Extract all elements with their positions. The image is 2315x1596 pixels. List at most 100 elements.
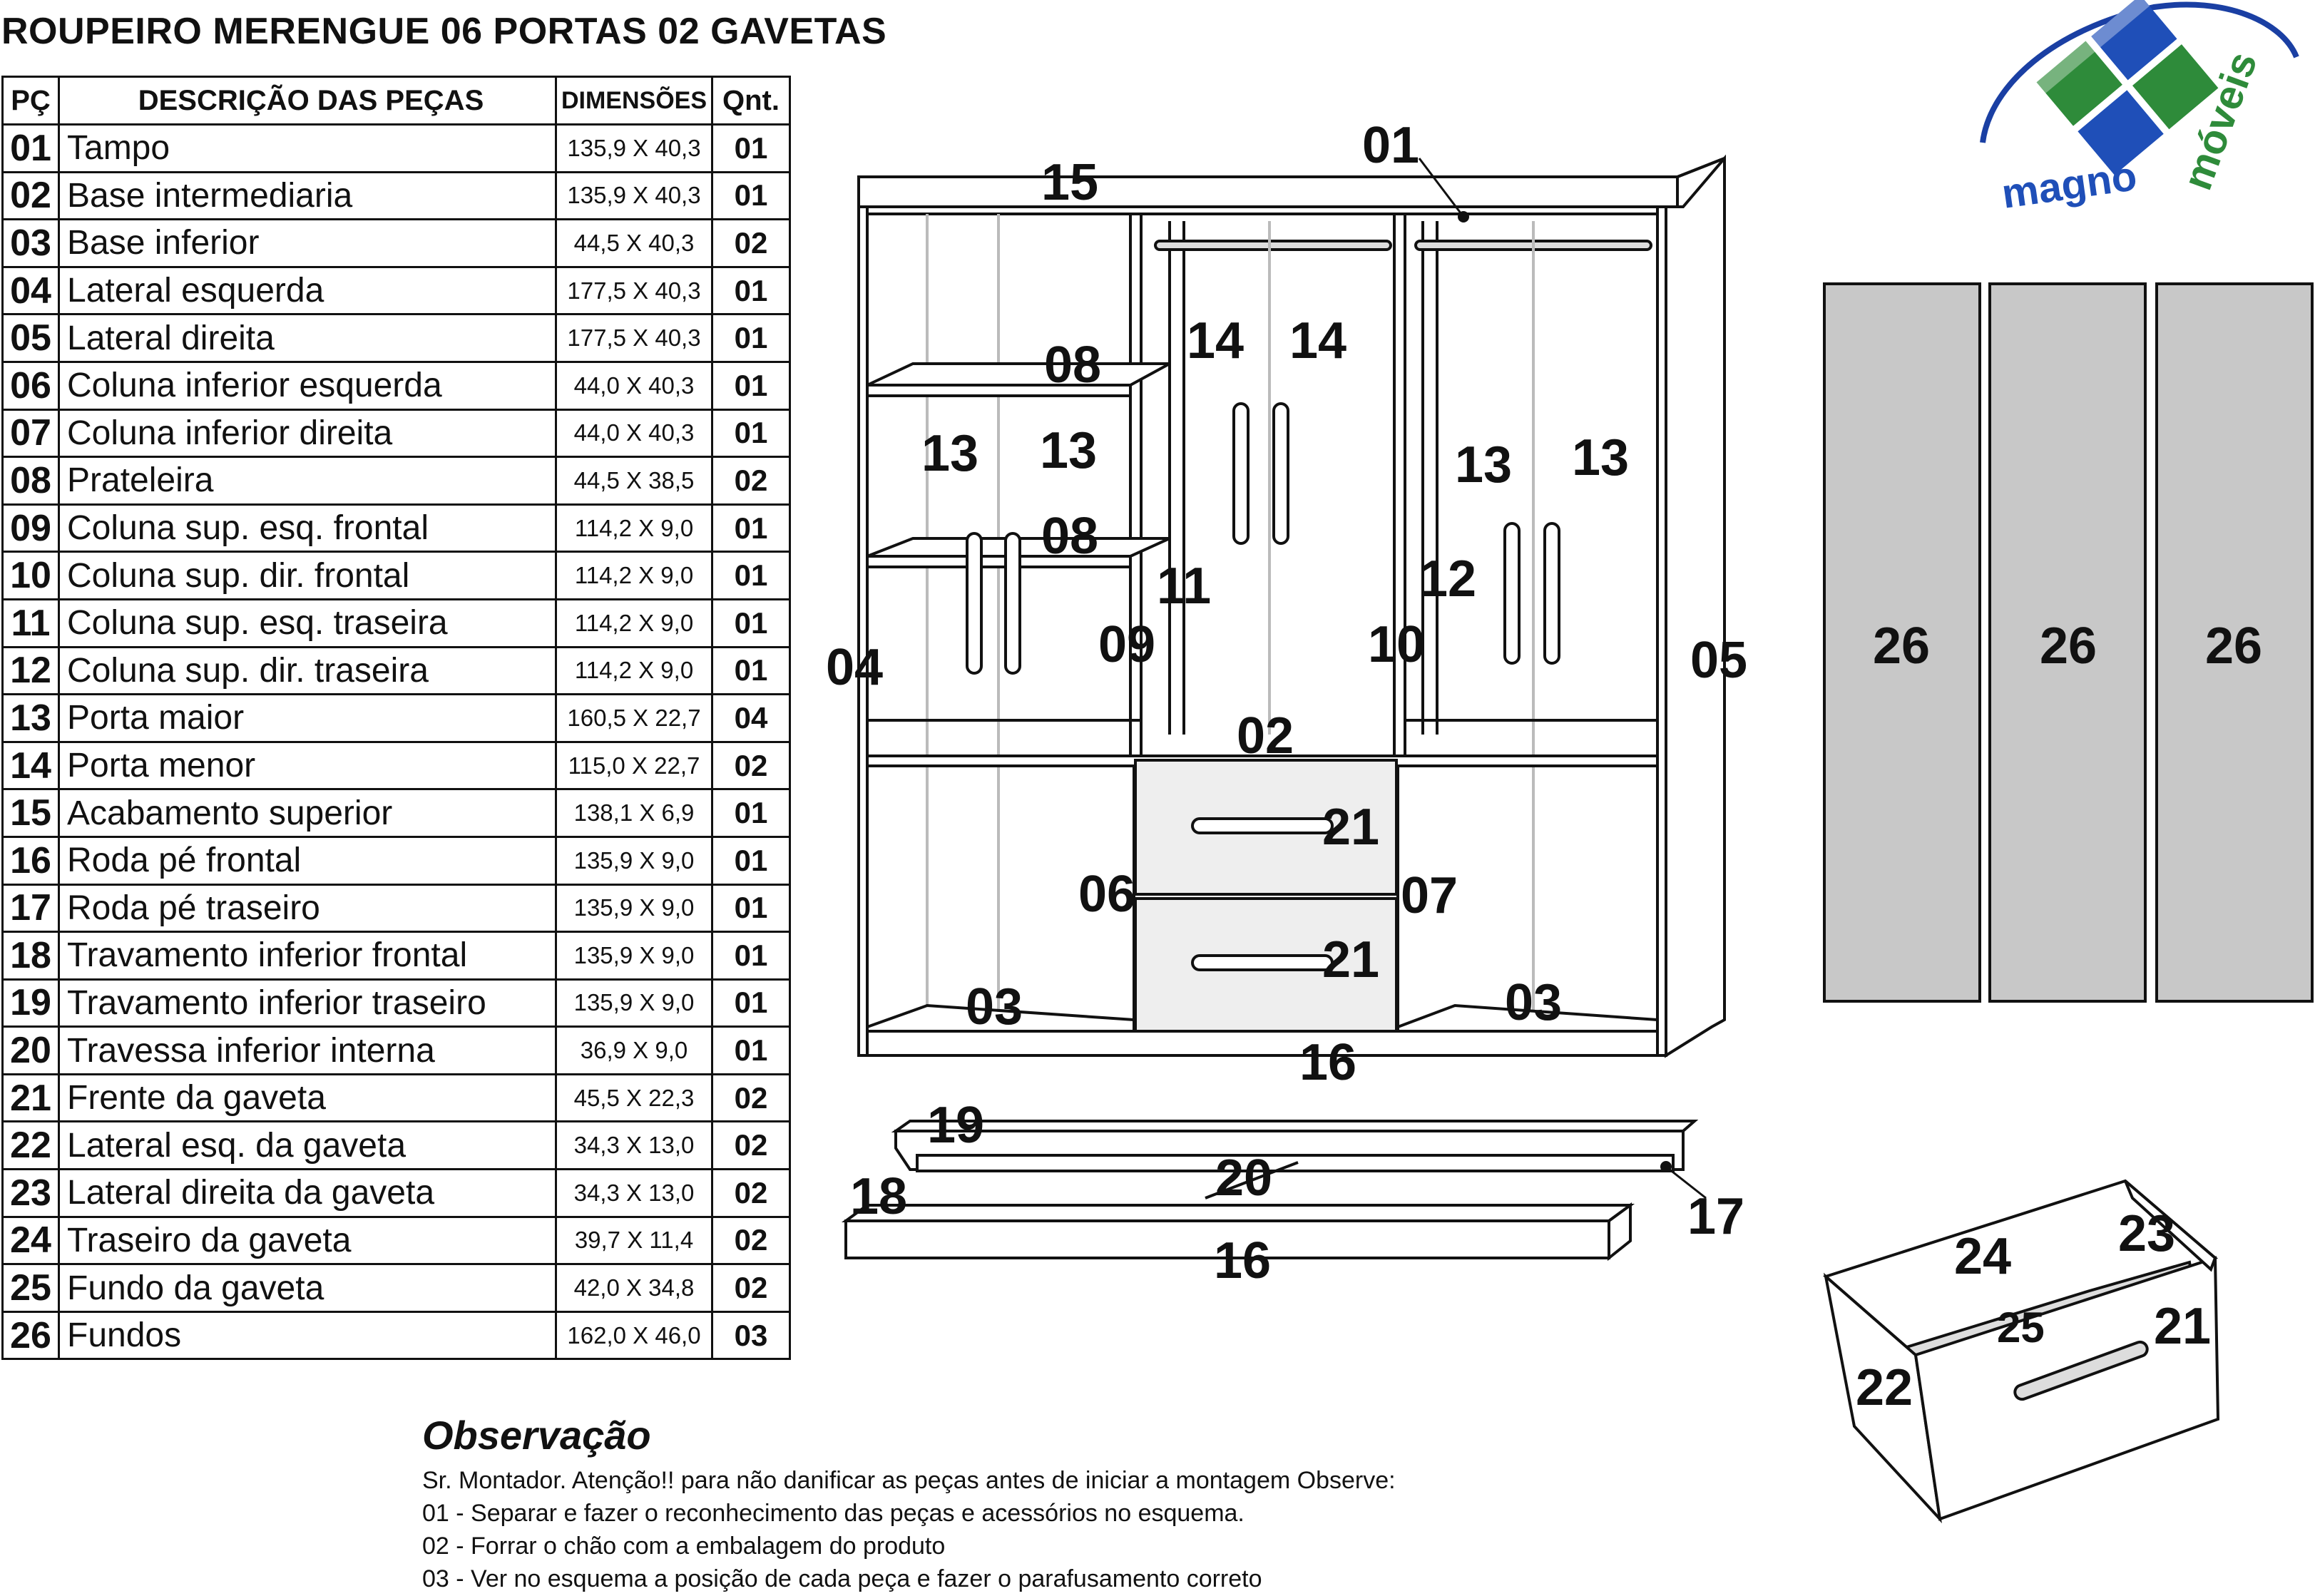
part-dimensions: 160,5 X 22,7 xyxy=(555,693,713,743)
part-quantity: 02 xyxy=(711,1263,791,1313)
part-quantity: 01 xyxy=(711,931,791,981)
part-quantity: 02 xyxy=(711,1120,791,1171)
leader-line xyxy=(1418,158,1465,218)
part-description: Base inferior xyxy=(58,218,557,268)
part-dimensions: 135,9 X 9,0 xyxy=(555,835,713,886)
part-description: Lateral direita xyxy=(58,313,557,363)
part-quantity: 01 xyxy=(711,835,791,886)
part-number: 14 xyxy=(1,740,60,791)
label-02: 02 xyxy=(1237,707,1294,764)
label-14: 14 xyxy=(1187,312,1244,369)
part-dimensions: 177,5 X 40,3 xyxy=(555,265,713,316)
fundos-panels xyxy=(1823,282,2314,1003)
fundo-panel-2 xyxy=(1988,282,2147,1003)
part-dimensions: 135,9 X 9,0 xyxy=(555,978,713,1028)
label-25: 25 xyxy=(1997,1304,2045,1351)
part-dimensions: 135,9 X 9,0 xyxy=(555,883,713,933)
part-description: Porta maior xyxy=(58,693,557,743)
part-dimensions: 44,0 X 40,3 xyxy=(555,408,713,459)
label-26: 26 xyxy=(1873,618,1930,675)
label-10: 10 xyxy=(1368,616,1425,673)
header-pc: PÇ xyxy=(1,76,60,126)
part-dimensions: 162,0 X 46,0 xyxy=(555,1310,713,1361)
part-dimensions: 44,5 X 40,3 xyxy=(555,218,713,268)
part-quantity: 01 xyxy=(711,598,791,648)
label-05: 05 xyxy=(1690,632,1747,689)
leader-dot xyxy=(1458,211,1469,222)
part-number: 16 xyxy=(1,835,60,886)
part-description: Lateral esq. da gaveta xyxy=(58,1120,557,1171)
tampo-edge xyxy=(1677,157,1725,178)
part-dimensions: 114,2 X 9,0 xyxy=(555,645,713,696)
part-dimensions: 138,1 X 6,9 xyxy=(555,788,713,838)
part-description: Fundo da gaveta xyxy=(58,1263,557,1313)
part-quantity: 02 xyxy=(711,1168,791,1218)
part-number: 05 xyxy=(1,313,60,363)
part-quantity: 01 xyxy=(711,788,791,838)
observation-title: Observação xyxy=(422,1413,651,1458)
part-description: Prateleira xyxy=(58,456,557,506)
part-description: Roda pé frontal xyxy=(58,835,557,886)
part-description: Porta menor xyxy=(58,740,557,791)
label-03: 03 xyxy=(1505,974,1562,1031)
part-dimensions: 135,9 X 9,0 xyxy=(555,931,713,981)
label-21: 21 xyxy=(1322,799,1379,856)
handle-icon xyxy=(1232,402,1250,545)
part-description: Traseiro da gaveta xyxy=(58,1215,557,1266)
part-dimensions: 114,2 X 9,0 xyxy=(555,551,713,600)
fundo-panel-3 xyxy=(2155,282,2314,1003)
observation-intro: Sr. Montador. Atenção!! para não danific… xyxy=(422,1467,1396,1494)
part-description: Coluna sup. esq. frontal xyxy=(58,503,557,553)
part-description: Travessa inferior interna xyxy=(58,1025,557,1075)
part-description: Base intermediaria xyxy=(58,170,557,221)
label-15: 15 xyxy=(1041,154,1098,211)
parts-table: PÇ DESCRIÇÃO DAS PEÇAS DIMENSÕES Qnt. 01… xyxy=(1,76,791,1361)
frente-da-gaveta xyxy=(1913,1256,2220,1521)
label-13: 13 xyxy=(1040,422,1097,479)
part-description: Coluna inferior esquerda xyxy=(58,360,557,411)
label-06: 06 xyxy=(1078,866,1135,923)
label-01: 01 xyxy=(1362,117,1419,174)
label-19: 19 xyxy=(927,1097,984,1154)
part-number: 22 xyxy=(1,1120,60,1171)
part-dimensions: 36,9 X 9,0 xyxy=(555,1025,713,1075)
part-quantity: 01 xyxy=(711,883,791,933)
part-dimensions: 45,5 X 22,3 xyxy=(555,1073,713,1123)
part-description: Coluna inferior direita xyxy=(58,408,557,459)
part-number: 23 xyxy=(1,1168,60,1218)
part-quantity: 02 xyxy=(711,1215,791,1266)
part-dimensions: 135,9 X 40,3 xyxy=(555,123,713,173)
page-title: ROUPEIRO MERENGUE 06 PORTAS 02 GAVETAS xyxy=(1,11,887,52)
part-number: 04 xyxy=(1,265,60,316)
part-dimensions: 44,5 X 38,5 xyxy=(555,456,713,506)
part-number: 02 xyxy=(1,170,60,221)
handle-icon xyxy=(1004,532,1021,675)
label-20: 20 xyxy=(1215,1150,1272,1207)
observation-item: 01 - Separar e fazer o reconhecimento da… xyxy=(422,1500,1245,1527)
part-number: 09 xyxy=(1,503,60,553)
part-quantity: 01 xyxy=(711,265,791,316)
door-handles xyxy=(966,402,1560,971)
label-26: 26 xyxy=(2040,618,2097,675)
label-14: 14 xyxy=(1289,312,1346,369)
part-quantity: 02 xyxy=(711,740,791,791)
part-number: 06 xyxy=(1,360,60,411)
part-labels: 01 15 08 14 14 13 13 13 13 08 11 12 09 1… xyxy=(826,117,2262,1416)
part-number: 03 xyxy=(1,218,60,268)
label-23: 23 xyxy=(2118,1205,2175,1262)
